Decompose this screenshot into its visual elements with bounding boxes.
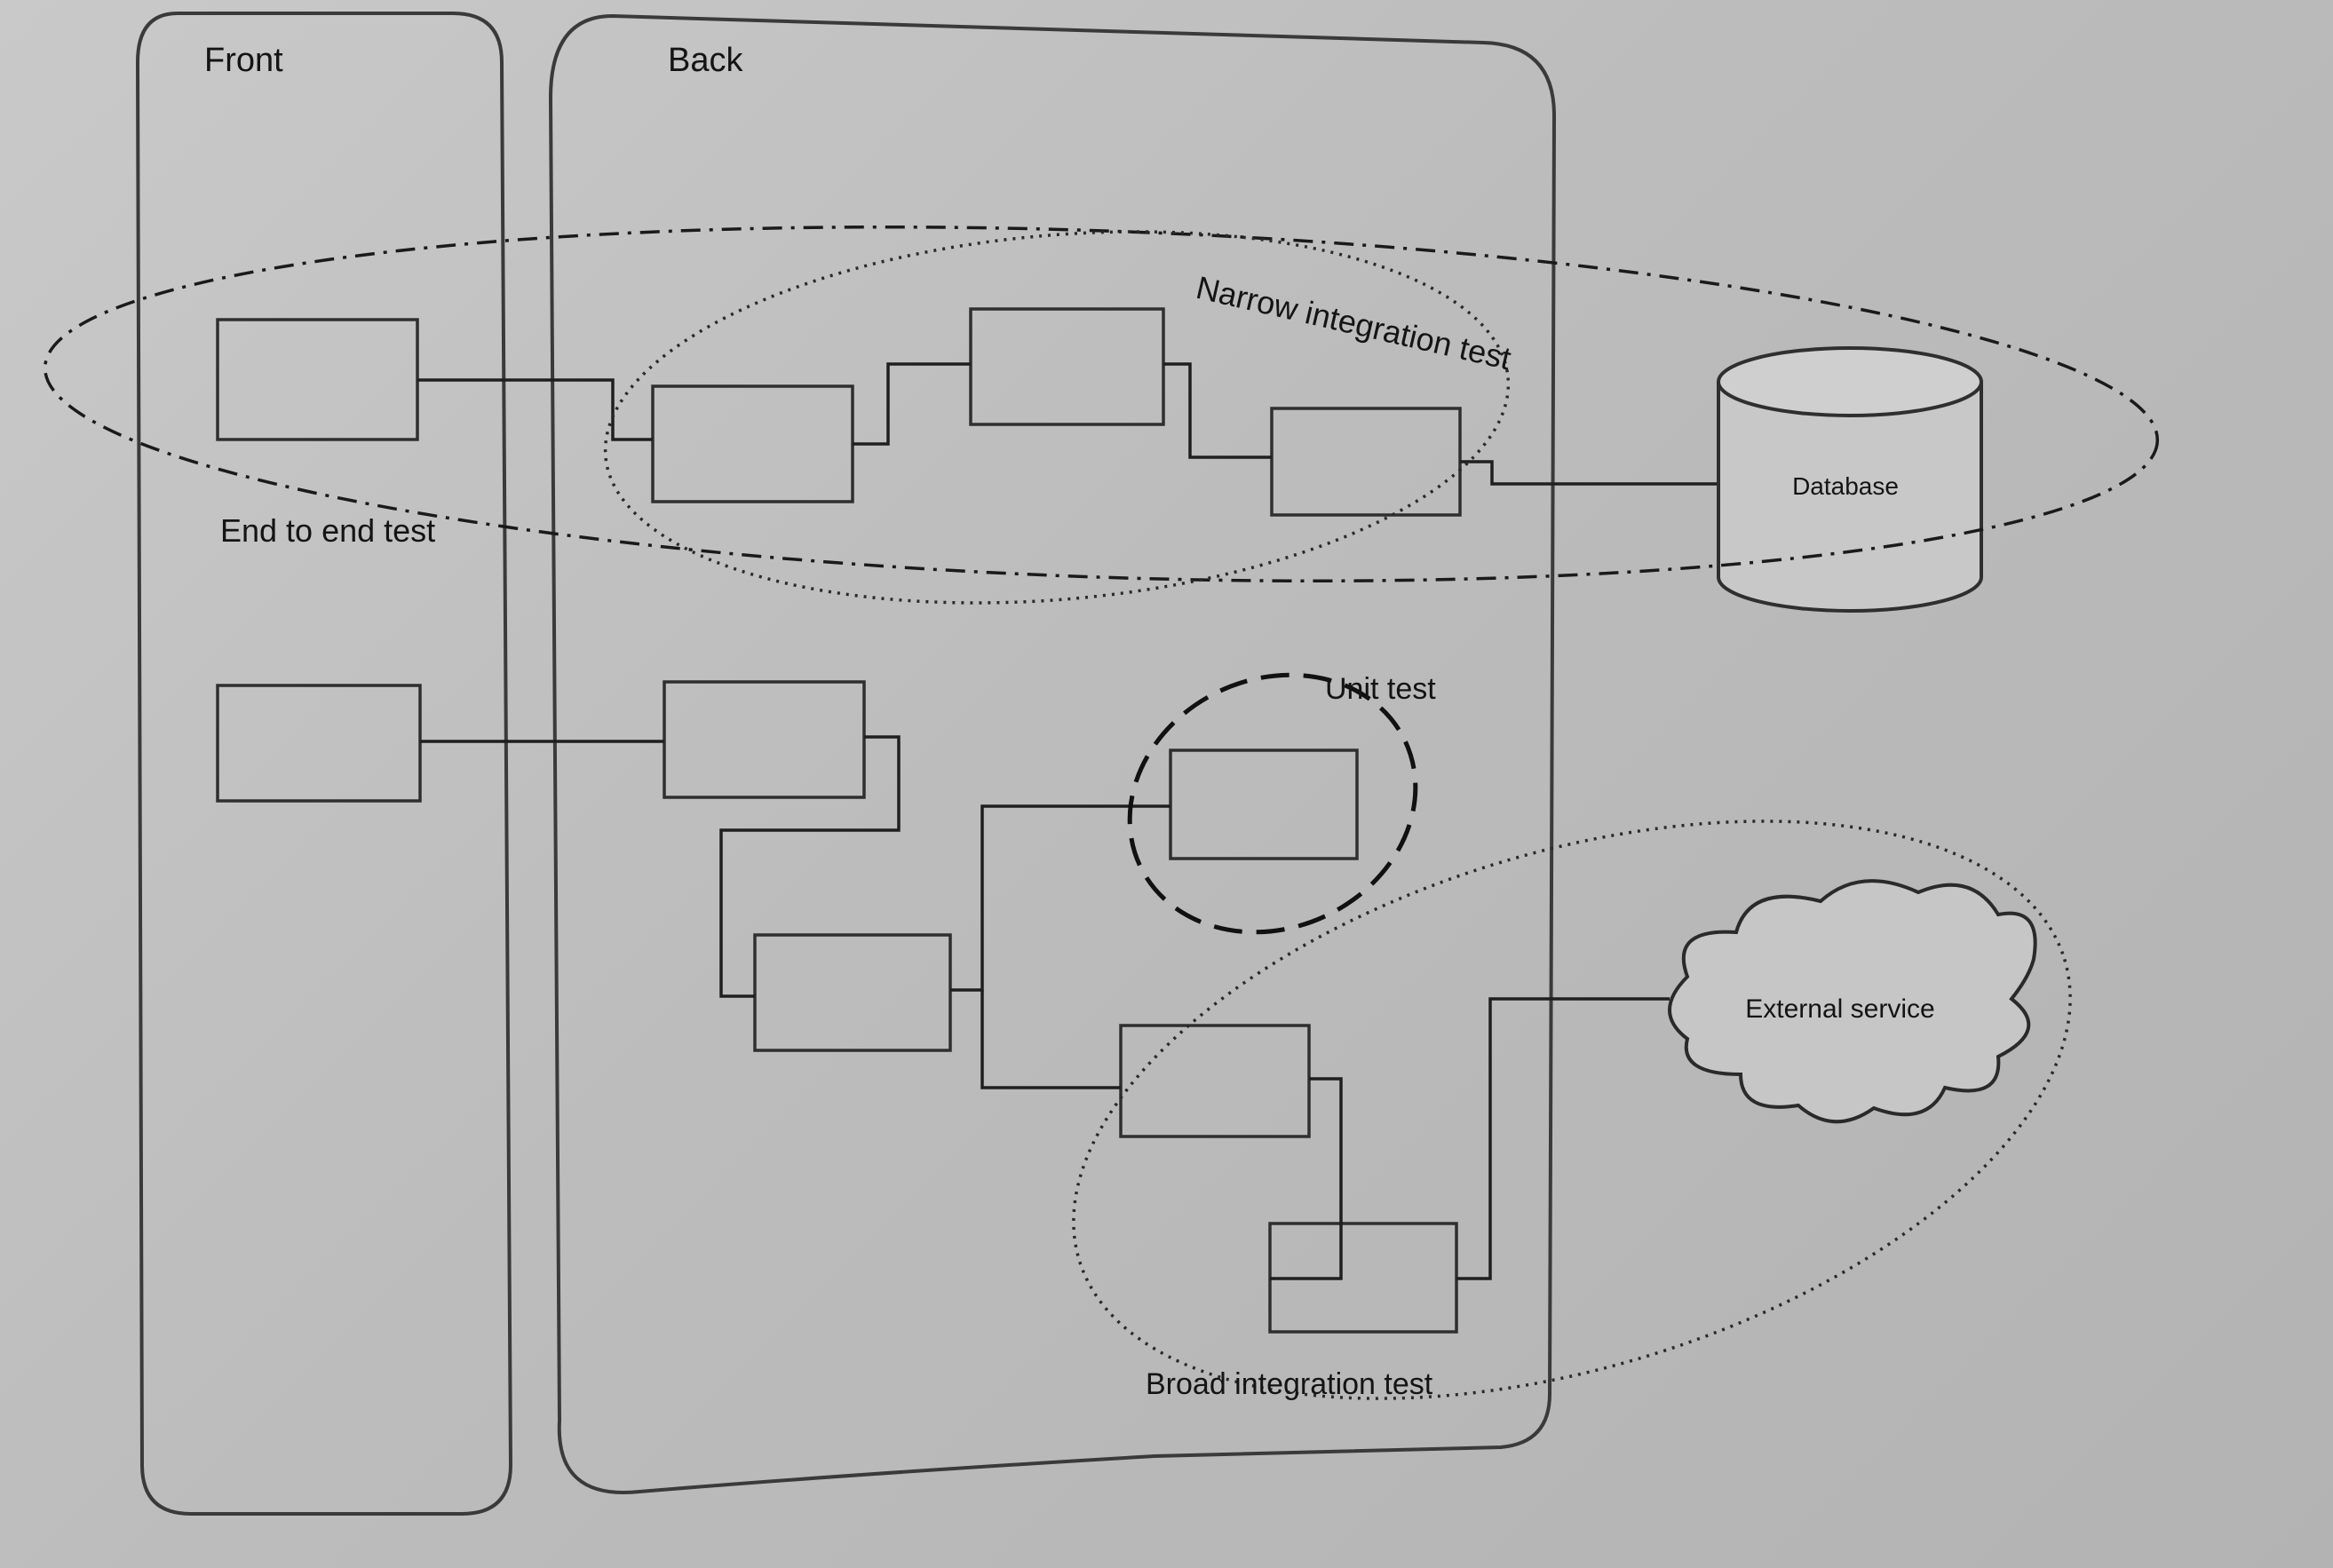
external-service-label: External service [1745,994,1934,1024]
end-to-end-scope-outline [43,225,2160,583]
wire-d-to-external-service [1456,997,1670,1280]
back-component-c [1119,1024,1311,1138]
unit-test-scope-outline [1127,672,1418,935]
front-component-bottom [216,684,422,803]
back-component-a [663,680,866,799]
wire-b-to-c [980,990,1121,1089]
back-component-n1 [651,384,854,503]
front-panel-label: Front [204,42,283,79]
back-component-n3 [1270,407,1462,517]
back-component-n2 [969,307,1165,426]
broad-integration-label: Broad integration test [1146,1367,1433,1401]
wire-a-to-b [719,735,901,998]
wire-front-to-n1 [417,378,653,441]
end-to-end-label: End to end test [220,512,435,549]
external-service-cloud-icon [1668,879,2037,1124]
narrow-integration-scope-outline [603,230,1511,605]
back-component-unit [1169,748,1359,860]
wire-n1-to-n2 [853,362,971,446]
database-label: Database [1792,472,1899,500]
back-panel-label: Back [668,42,743,79]
front-panel [135,12,513,1516]
unit-test-label: Unit test [1325,672,1436,706]
wire-c-to-d [1270,1077,1343,1280]
broad-integration-scope-outline [1072,820,2072,1400]
wire-b-to-unit [950,804,1170,992]
narrow-integration-label: Narrow integration test [1193,269,1514,376]
database-icon [1717,346,1983,613]
front-component-top [216,318,419,441]
back-panel [548,13,1557,1494]
wire-n2-to-n3 [1163,362,1272,459]
back-component-b [753,933,952,1052]
wire-n3-to-database [1460,460,1718,486]
